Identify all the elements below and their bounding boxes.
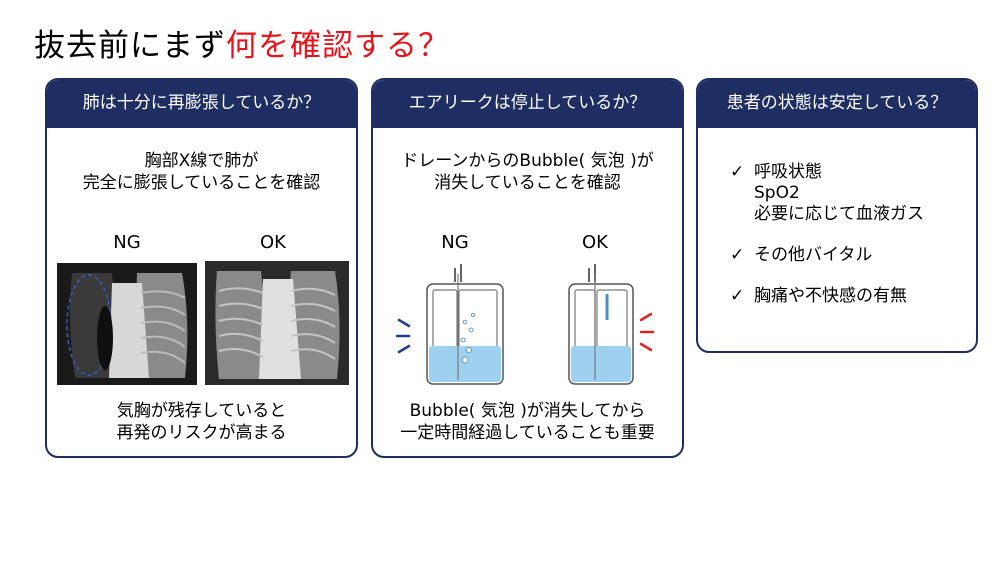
footer-line: 一定時間経過していることも重要 xyxy=(400,423,655,443)
label-ng: NG xyxy=(113,232,141,253)
check-icon: ✓ xyxy=(730,162,745,182)
footer-line: Bubble( 気泡 )が消失してから xyxy=(409,401,646,421)
desc-line: 消失していることを確認 xyxy=(434,173,621,193)
xray-ok-image xyxy=(205,261,349,385)
check-list: ✓ 呼吸状態 SpO2 必要に応じて血液ガス ✓ その他バイタル ✓ 胸痛や不快… xyxy=(730,162,924,327)
card-description: ドレーンからのBubble( 気泡 )が 消失していることを確認 xyxy=(373,150,682,194)
desc-line: 完全に膨張していることを確認 xyxy=(82,173,321,193)
card-lung-expansion: 肺は十分に再膨張しているか？ 胸部X線で肺が 完全に膨張していることを確認 NG… xyxy=(45,78,358,458)
check-line: 胸痛や不快感の有無 xyxy=(754,286,907,306)
card-description: 胸部X線で肺が 完全に膨張していることを確認 xyxy=(47,150,356,194)
card-header: 肺は十分に再膨張しているか？ xyxy=(47,80,356,128)
check-line: 必要に応じて血液ガス xyxy=(754,204,924,224)
check-icon: ✓ xyxy=(730,286,745,306)
card-footer: Bubble( 気泡 )が消失してから 一定時間経過していることも重要 xyxy=(373,400,682,444)
label-ng: NG xyxy=(441,232,469,253)
check-item-vitals: ✓ その他バイタル xyxy=(730,245,924,266)
footer-line: 気胸が残存していると xyxy=(116,401,287,421)
check-line: その他バイタル xyxy=(754,245,873,265)
title-prefix: 抜去前にまず xyxy=(34,28,226,64)
card-air-leak: エアリークは停止しているか？ ドレーンからのBubble( 気泡 )が 消失して… xyxy=(371,78,684,458)
desc-line: 胸部X線で肺が xyxy=(144,151,259,171)
check-icon: ✓ xyxy=(730,245,745,265)
check-line: SpO2 xyxy=(754,183,800,203)
alert-lines-icon xyxy=(395,318,411,354)
title-highlight: 何を確認する？ xyxy=(226,28,450,64)
card-footer: 気胸が残存していると 再発のリスクが高まる xyxy=(47,400,356,444)
label-ok: OK xyxy=(582,232,608,253)
drain-bottle-ok xyxy=(568,264,655,385)
card-header: エアリークは停止しているか？ xyxy=(373,80,682,128)
check-line: 呼吸状態 xyxy=(754,162,822,182)
footer-line: 再発のリスクが高まる xyxy=(116,423,287,443)
card-header: 患者の状態は安定している？ xyxy=(698,80,976,128)
label-ok: OK xyxy=(260,232,286,253)
check-item-respiration: ✓ 呼吸状態 SpO2 必要に応じて血液ガス xyxy=(730,162,924,225)
xray-ng-image xyxy=(57,263,197,385)
page-title: 抜去前にまず何を確認する？ xyxy=(34,20,450,65)
check-item-chest-pain: ✓ 胸痛や不快感の有無 xyxy=(730,286,924,307)
card-patient-status: 患者の状態は安定している？ ✓ 呼吸状態 SpO2 必要に応じて血液ガス ✓ そ… xyxy=(696,78,978,353)
desc-line: ドレーンからのBubble( 気泡 )が xyxy=(401,151,654,171)
drain-bottle-ng xyxy=(395,264,504,385)
alert-lines-icon xyxy=(639,312,655,352)
